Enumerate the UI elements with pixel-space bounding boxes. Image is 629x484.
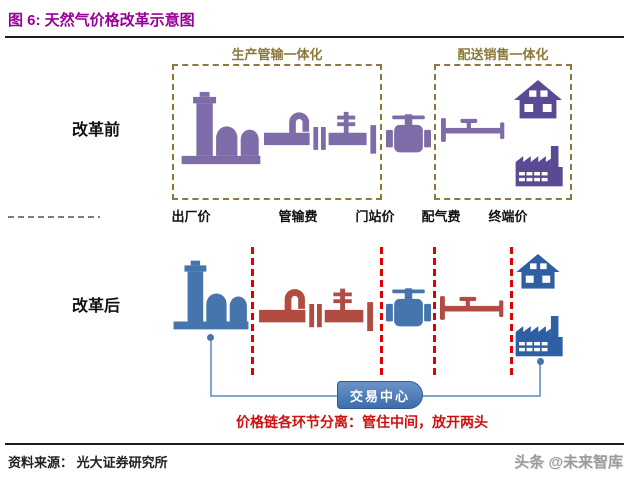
refinery-icon xyxy=(180,84,262,172)
factory-icon xyxy=(513,146,567,188)
segment-divider-line xyxy=(433,247,436,377)
group-label-distribution: 配送销售一体化 xyxy=(457,47,549,62)
segment-divider-line xyxy=(510,247,513,377)
pipeline-icon xyxy=(264,99,378,157)
price-label-citygate: 门站价 xyxy=(355,209,395,224)
group-label-production: 生产管输一体化 xyxy=(231,47,323,62)
house-icon xyxy=(516,254,560,290)
row-label-after: 改革后 xyxy=(72,298,121,315)
price-label-distribution-fee: 配气费 xyxy=(421,209,461,224)
source-text: 资料来源： 光大证券研究所 xyxy=(8,455,168,470)
refinery-icon xyxy=(172,257,250,333)
trading-center-capsule: 交易中心 xyxy=(337,381,423,409)
connector-dot-right xyxy=(537,358,544,365)
trading-center-label: 交易中心 xyxy=(349,388,410,404)
valve-icon xyxy=(386,281,431,333)
connector-dot-left xyxy=(207,334,214,341)
price-label-pipeline-fee: 管输费 xyxy=(278,209,318,224)
price-level-dashed-line xyxy=(8,216,100,218)
watermark-text: 头条 @未来智库 xyxy=(514,454,623,471)
valve-icon xyxy=(386,101,431,165)
row-label-before: 改革前 xyxy=(72,122,121,139)
house-icon xyxy=(514,80,562,120)
factory-icon xyxy=(514,316,566,358)
distribution-pipe-icon xyxy=(441,112,505,148)
segment-divider-line xyxy=(380,247,383,377)
connector-line-left xyxy=(210,341,212,396)
pipeline-icon xyxy=(259,277,375,333)
title-divider xyxy=(5,36,624,38)
segment-divider-line xyxy=(251,247,254,377)
page-title: 图 6: 天然气价格改革示意图 xyxy=(8,12,195,29)
connector-line-right xyxy=(539,364,541,396)
group-box-distribution xyxy=(434,64,572,200)
group-box-production xyxy=(172,64,382,200)
price-label-terminal: 终端价 xyxy=(488,209,528,224)
distribution-pipe-icon xyxy=(440,292,504,324)
price-label-exfactory: 出厂价 xyxy=(171,209,211,224)
slogan-text: 价格链各环节分离：管住中间，放开两头 xyxy=(236,414,488,430)
footer-divider xyxy=(5,443,624,445)
